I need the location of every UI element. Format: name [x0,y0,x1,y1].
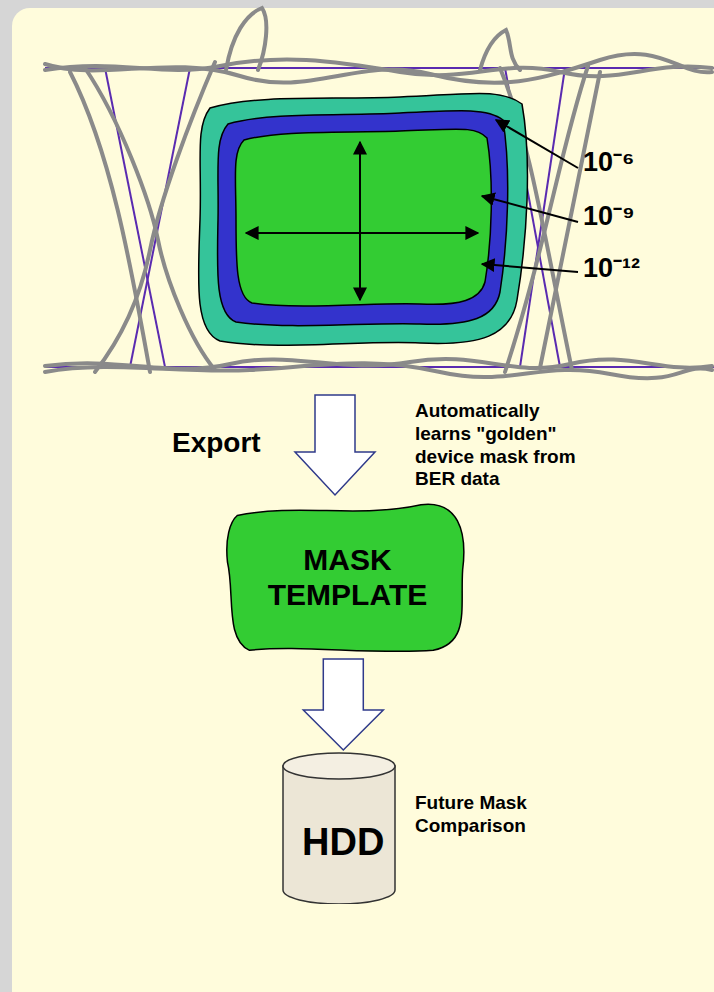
export-label: Export [172,426,292,460]
note-text: Automatically learns "golden" device mas… [415,400,580,491]
hdd-cylinder: HDD [282,752,396,904]
note-text: Future Mask Comparison [415,792,550,838]
node-text: MASK TEMPLATE [245,543,450,612]
ber-level-label: 10⁻⁹ [583,200,693,232]
block-arrow [303,659,383,750]
ber-level-label: 10⁻⁶ [583,146,693,178]
node-text: HDD [302,821,376,865]
ber-level-label: 10⁻¹² [583,252,703,284]
mask-template-blob: MASK TEMPLATE [225,500,470,655]
